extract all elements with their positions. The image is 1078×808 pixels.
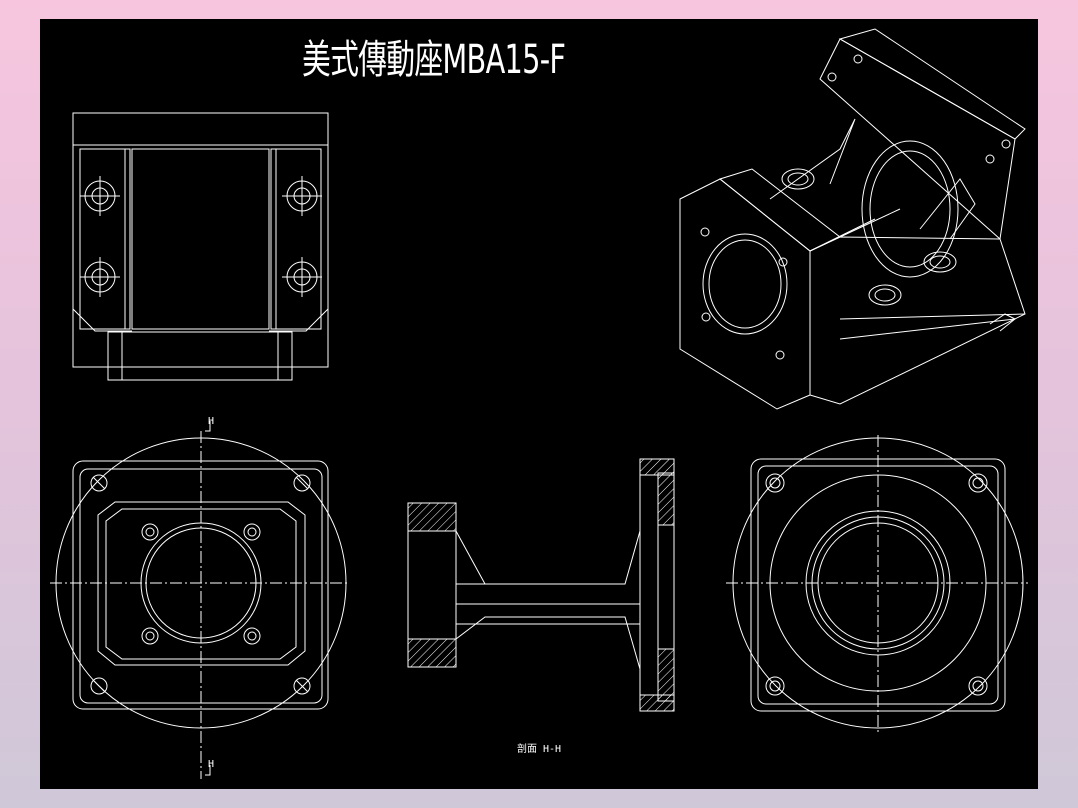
section-marker-bottom: H (208, 759, 215, 770)
section-view (407, 458, 675, 712)
rear-view-holes (765, 473, 988, 696)
front-view-holes (90, 474, 311, 695)
cad-drawing-canvas: 美式傳動座MBA15-F (40, 19, 1038, 789)
top-view-holes (80, 176, 322, 297)
front-view (50, 421, 350, 779)
top-view (72, 112, 329, 381)
section-caption: 剖面 H-H (517, 744, 562, 755)
isometric-view (679, 28, 1026, 410)
drawing-title: 美式傳動座MBA15-F (302, 37, 566, 83)
section-marker-top: H (208, 416, 215, 427)
technical-drawing (50, 28, 1028, 779)
rear-view (726, 435, 1028, 735)
